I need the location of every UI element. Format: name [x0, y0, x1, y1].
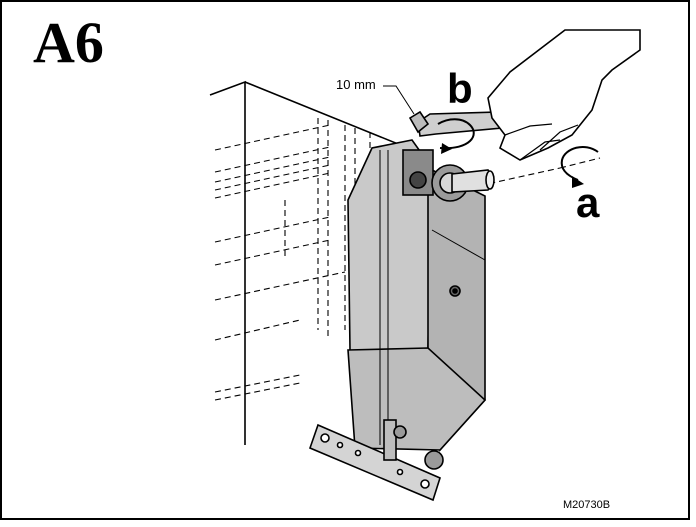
duct-panel: [209, 80, 409, 445]
wrench: [408, 110, 503, 137]
rotation-arrow-a: [560, 145, 599, 188]
dimension-label: 10 mm: [336, 77, 376, 92]
dimension-leader: [383, 85, 415, 115]
shaft-clamp: [402, 149, 495, 202]
mounting-bracket: [308, 419, 444, 502]
actuator-body: [347, 139, 487, 452]
callout-a: a: [576, 179, 600, 226]
figure-id: M20730B: [563, 499, 611, 511]
hand: [487, 29, 641, 161]
rotation-arrow-b: [437, 118, 475, 154]
step-label: A6: [33, 10, 104, 75]
callout-b: b: [447, 65, 473, 112]
